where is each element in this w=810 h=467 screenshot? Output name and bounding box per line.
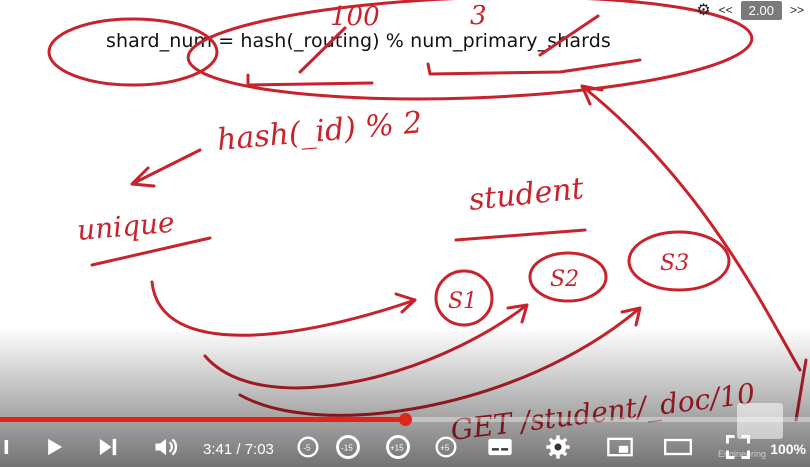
unique-label: unique [76,206,176,247]
play-icon [48,438,63,456]
hash-arrow [130,148,202,188]
volume-icon [155,438,178,456]
unique-underline [90,236,212,267]
progress-bar[interactable] [0,413,810,426]
seek-back-button[interactable]: -15 [332,431,364,463]
svg-text:-5: -5 [303,444,311,453]
routing-underline [246,73,374,87]
shard-s1-label: S1 [448,289,477,314]
settings-button[interactable] [542,431,574,463]
student-underline [454,228,587,242]
play-button[interactable] [38,431,70,463]
progress-scrubber[interactable] [399,413,412,426]
channel-watermark: Engineering [718,449,767,459]
route-curve-s1 [150,280,417,337]
speed-decrease-button[interactable]: << [718,3,733,17]
shard-s2-label: S2 [550,267,579,292]
player-controls: 3:41 / 7:03 -5 -15 +15 +5 [0,427,810,467]
shards-arrow-stroke [538,14,600,57]
speed-controls: ⚙ << 2.00 >> [696,0,810,20]
shard-formula: shard_num = hash(_routing) % num_primary… [106,30,611,52]
shard-s1-circle [434,269,494,327]
shards-value: 3 [470,1,487,31]
seek-back-small-button[interactable]: -5 [292,431,324,463]
rewind-small-icon: -5 [297,436,319,458]
routing-value: 100 [330,2,380,32]
speed-increase-button[interactable]: >> [789,3,804,17]
previous-icon [4,440,9,454]
fullscreen-button[interactable] [722,431,754,463]
ellipse-hash-expression [186,0,754,101]
route-curve-s2 [203,303,529,390]
routing-arrow-stroke [298,26,347,74]
volume-button[interactable] [150,431,182,463]
subtitles-button[interactable] [484,431,516,463]
channel-thumbnail[interactable] [737,403,783,439]
fullscreen-icon [726,435,750,459]
shard-s3-circle [627,230,731,292]
miniplayer-button[interactable] [604,431,636,463]
theater-mode-button[interactable] [662,431,694,463]
fast-forward-icon: +15 [386,435,410,459]
miniplayer-icon [607,437,633,457]
shards-underline [426,58,642,76]
rewind-icon: -15 [336,435,360,459]
next-button[interactable] [92,431,124,463]
shard-s2-circle [528,251,608,303]
svg-text:-15: -15 [341,444,353,453]
seek-forward-small-button[interactable]: +5 [430,431,462,463]
time-display: 3:41 / 7:03 [203,441,274,458]
forward-small-icon: +5 [435,436,457,458]
theater-icon [664,438,692,456]
gear-icon [546,435,570,459]
previous-button[interactable] [0,431,20,463]
index-label: student [467,171,586,218]
progress-fill [0,417,405,422]
playback-speed-badge[interactable]: 2.00 [740,0,782,20]
next-icon [99,438,117,456]
subtitles-icon [488,438,512,456]
svg-text:+5: +5 [440,444,450,453]
svg-text:+15: +15 [390,444,404,453]
settings-icon[interactable]: ⚙ [696,2,711,19]
zoom-level: 100% [770,441,806,457]
seek-forward-button[interactable]: +15 [382,431,414,463]
shard-s3-label: S3 [660,251,689,276]
ellipse-shard-num [47,17,219,87]
hash-note: hash(_id) % 2 [216,105,424,158]
